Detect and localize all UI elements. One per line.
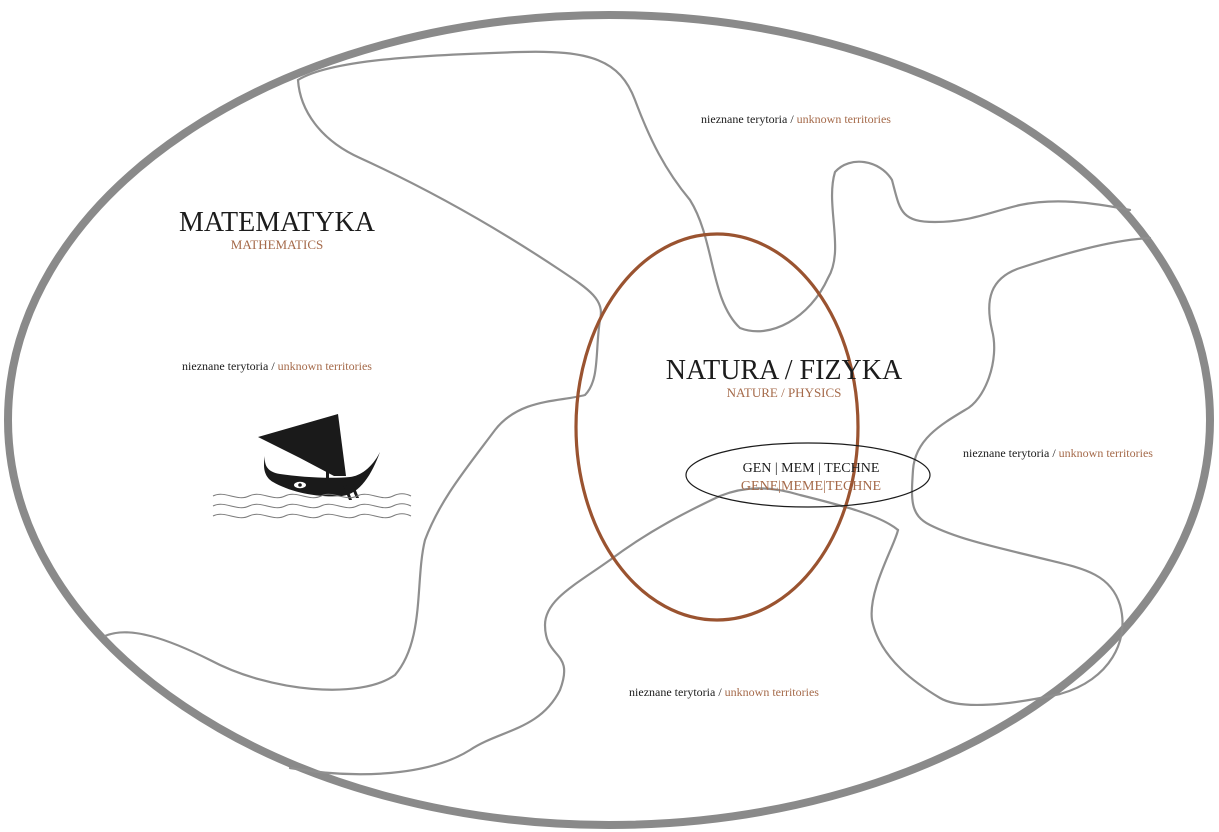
unknown-territories-label-right: nieznane terytoria / unknown territories xyxy=(963,446,1153,460)
gene-meme-techne-boundary xyxy=(685,442,931,508)
unknown-territories-label-left: nieznane terytoria / unknown territories xyxy=(182,359,372,373)
mathematics-subtitle: MATHEMATICS xyxy=(231,237,323,252)
unknown-territories-label-bottom: nieznane terytoria / unknown territories xyxy=(629,685,819,699)
upper-boundary-line xyxy=(296,50,1132,333)
nature-physics-title: NATURA / FIZYKA xyxy=(666,355,903,386)
mathematics-title: MATEMATYKA xyxy=(179,207,376,238)
outer-boundary xyxy=(4,11,1214,829)
nature-physics-boundary xyxy=(574,232,860,622)
unknown-territories-label-top: nieznane terytoria / unknown territories xyxy=(701,112,891,126)
ship-icon xyxy=(258,414,380,500)
gene-meme-techne-title: GEN | MEM | TECHNE xyxy=(743,461,880,476)
right-boundary-line xyxy=(870,236,1152,707)
nature-physics-subtitle: NATURE / PHYSICS xyxy=(727,385,842,400)
lower-boundary-line xyxy=(288,487,900,776)
mathematics-boundary-line xyxy=(103,78,603,691)
territory-lines xyxy=(103,50,1152,776)
waves-icon xyxy=(212,493,412,519)
gene-meme-techne-subtitle: GENE|MEME|TECHNE xyxy=(741,479,881,494)
